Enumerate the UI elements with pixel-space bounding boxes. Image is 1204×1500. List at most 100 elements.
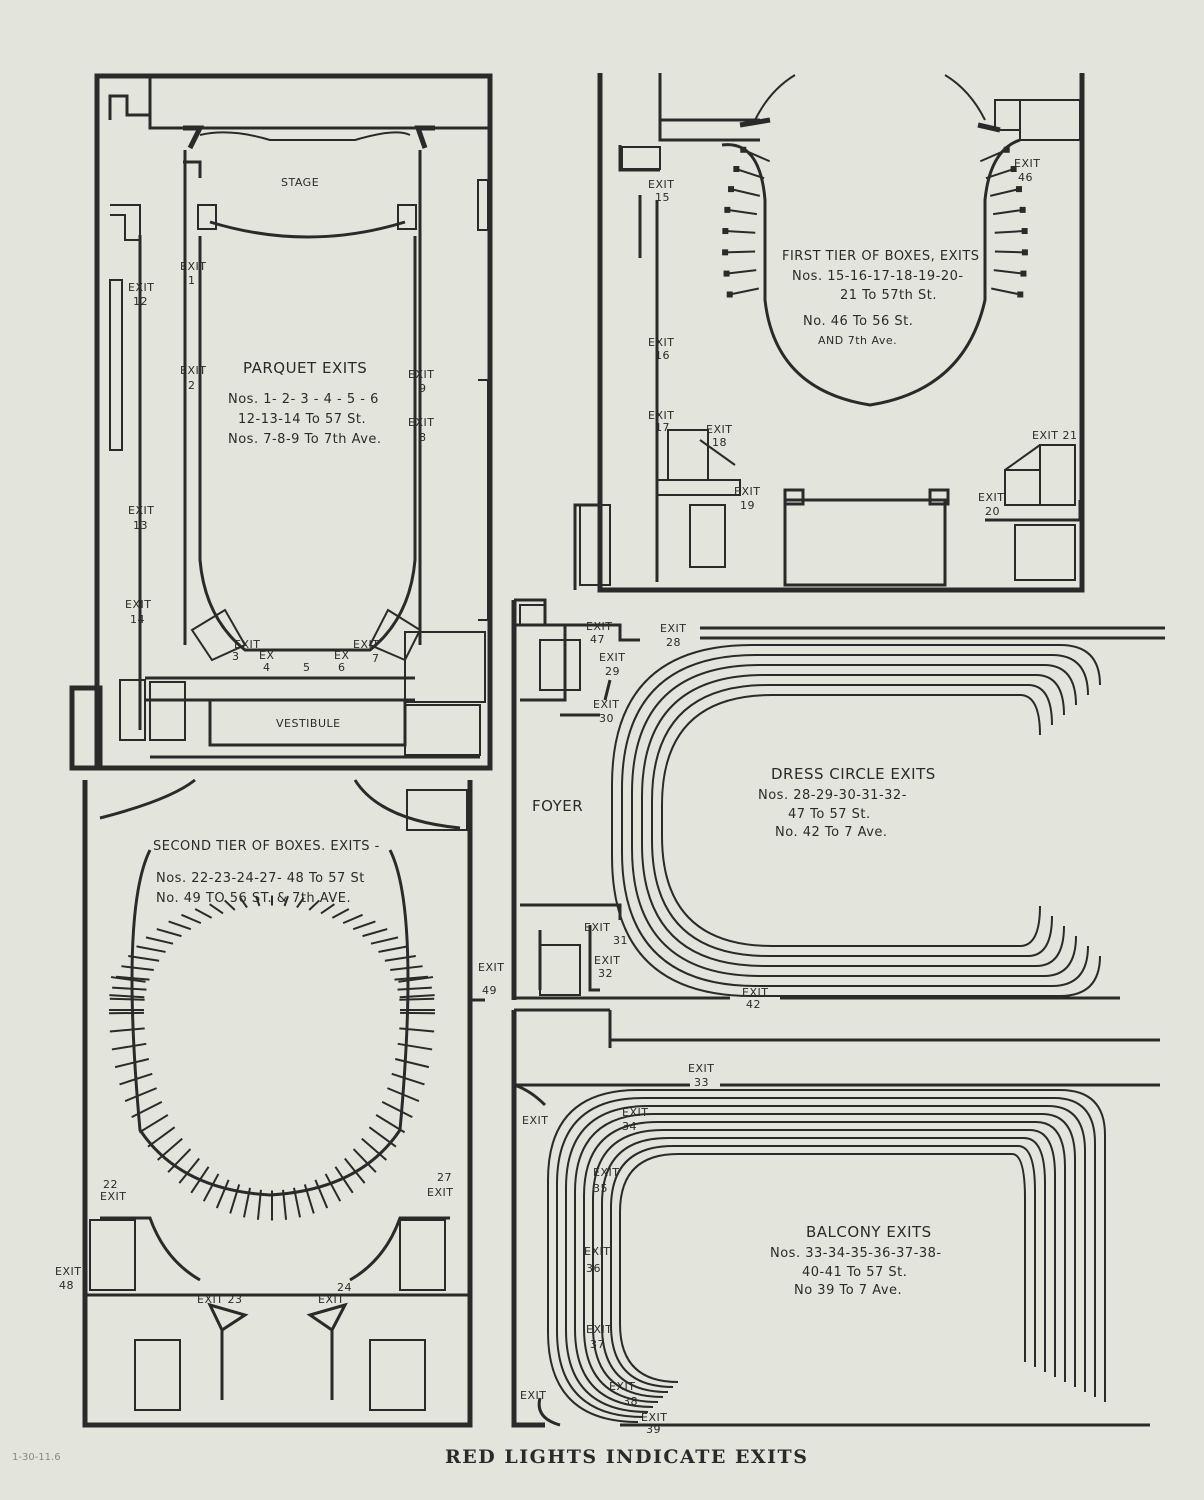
exit-48-word: EXIT [55, 1265, 81, 1278]
balcony-track [592, 1129, 1056, 1398]
dress-circle-seating-tracks [611, 644, 1101, 997]
second-tier-box-divider [256, 1189, 262, 1220]
second-tier-box-divider [147, 1126, 176, 1148]
first-tier-box-divider [727, 208, 758, 216]
first-tier-box-marker [1015, 186, 1022, 193]
second-tier-box-divider [394, 1058, 430, 1069]
exit-3-number: 3 [232, 650, 240, 663]
first-tier-box-marker [722, 228, 729, 235]
exit-37-number: 37 [590, 1338, 605, 1351]
exit-2-number: 2 [188, 379, 196, 392]
exit-34-word: EXIT [622, 1106, 648, 1119]
dress-circle-track [661, 694, 1041, 947]
exit-49-number: 49 [482, 984, 497, 997]
exit-27-number: 27 [437, 1171, 452, 1184]
first-tier-line4: No. 46 To 56 St. [803, 314, 913, 329]
exit-41-word: EXIT [520, 1389, 546, 1402]
exit-29-number: 29 [605, 665, 620, 678]
first-tier-box-divider [979, 148, 1008, 163]
exit-20-word: EXIT [978, 491, 1004, 504]
second-tier-boxes [109, 895, 435, 1221]
first-tier-box-divider [736, 168, 765, 180]
dress-circle-line4: No. 42 To 7 Ave. [775, 825, 888, 840]
second-tier-box-divider [397, 986, 432, 991]
second-tier-box-divider [209, 903, 224, 915]
dress-circle-line2: Nos. 28-29-30-31-32- [758, 788, 907, 803]
second-tier-box-divider [202, 1173, 220, 1202]
parquet-exits-line1: Nos. 1- 2- 3 - 4 - 5 - 6 [228, 392, 379, 407]
first-tier-line1: FIRST TIER OF BOXES, EXITS [782, 249, 980, 264]
second-tier-box-divider [391, 1072, 425, 1086]
second-tier-box-divider [352, 1148, 377, 1173]
second-tier-box-divider [109, 994, 145, 999]
second-tier-box-divider [296, 897, 305, 909]
exit-29-word: EXIT [599, 651, 625, 664]
balcony-seating-tracks [547, 1089, 1106, 1423]
second-tier-box-divider [111, 1042, 147, 1051]
exit-32-number: 32 [598, 967, 613, 980]
exit-49-word: EXIT [478, 961, 504, 974]
second-tier-box-divider [110, 976, 146, 983]
exit-48-number: 48 [59, 1279, 74, 1292]
exit-28-number: 28 [666, 636, 681, 649]
second-tier-box-divider [115, 975, 150, 981]
exit-19-word: EXIT [734, 485, 760, 498]
vestibule-label: VESTIBULE [276, 717, 341, 730]
exit-16-number: 16 [655, 349, 670, 362]
exit-33-word: EXIT [688, 1062, 714, 1075]
exit-42-word: EXIT [742, 986, 768, 999]
dress-circle-line3: 47 To 57 St. [788, 807, 871, 822]
balcony-track [547, 1089, 1106, 1423]
parquet-plan [69, 73, 493, 771]
exit-14-number: 14 [130, 613, 145, 626]
parquet-exits-title: PARQUET EXITS [243, 359, 367, 377]
second-tier-box-divider [215, 1179, 230, 1209]
second-tier-box-divider [352, 920, 376, 931]
second-tier-box-divider [194, 908, 213, 919]
second-tier-box-divider [109, 997, 145, 1001]
exit-13-number: 13 [133, 519, 148, 532]
balcony-title: BALCONY EXITS [806, 1223, 932, 1241]
second-tier-box-divider [314, 1179, 329, 1209]
balcony-track [583, 1121, 1066, 1403]
second-tier-box-divider [394, 975, 429, 981]
second-tier-box-divider [255, 895, 261, 907]
exit-24-word: EXIT [318, 1293, 344, 1306]
second-tier-box-divider [156, 1137, 183, 1161]
first-tier-boxes [722, 146, 1028, 298]
exit-6-word: EX [334, 649, 350, 662]
exit-31-number: 31 [613, 934, 628, 947]
first-tier-box-marker [1010, 166, 1017, 173]
exit-42-number: 42 [746, 998, 761, 1011]
exit-1-word: EXIT [180, 260, 206, 273]
first-tier-box-marker [1020, 270, 1027, 277]
second-tier-box-divider [324, 1173, 342, 1202]
second-tier-box-divider [190, 1166, 210, 1194]
first-tier-box-divider [725, 230, 756, 234]
second-tier-box-divider [145, 936, 174, 945]
second-tier-box-divider [334, 1166, 354, 1194]
second-tier-box-divider [109, 1027, 145, 1033]
second-tier-box-divider [112, 986, 147, 991]
first-tier-line3: 21 To 57th St. [840, 288, 937, 303]
exit-23-label: EXIT 23 [197, 1293, 242, 1306]
first-tier-box-divider [985, 168, 1014, 180]
first-tier-box-divider [992, 208, 1023, 216]
second-tier-box-divider [331, 908, 350, 919]
second-tier-box-divider [361, 1137, 388, 1161]
exit-1-number: 1 [188, 274, 196, 287]
first-tier-box-marker [723, 270, 730, 277]
exit-3-word: EXIT [234, 638, 260, 651]
second-tier-box-divider [387, 1087, 420, 1103]
first-tier-box-marker [726, 291, 733, 298]
first-tier-box-marker [728, 186, 735, 193]
balcony-track [556, 1097, 1096, 1418]
first-tier-box-divider [730, 188, 761, 197]
parquet-exits-line3: Nos. 7-8-9 To 7th Ave. [228, 432, 382, 447]
second-tier-box-divider [399, 997, 435, 1001]
dress-circle-track [611, 644, 1101, 997]
second-tier-box-divider [223, 899, 236, 911]
exit-37-word: EXIT [586, 1323, 612, 1336]
exit-35-number: 35 [593, 1182, 608, 1195]
first-tier-line2: Nos. 15-16-17-18-19-20- [792, 269, 964, 284]
